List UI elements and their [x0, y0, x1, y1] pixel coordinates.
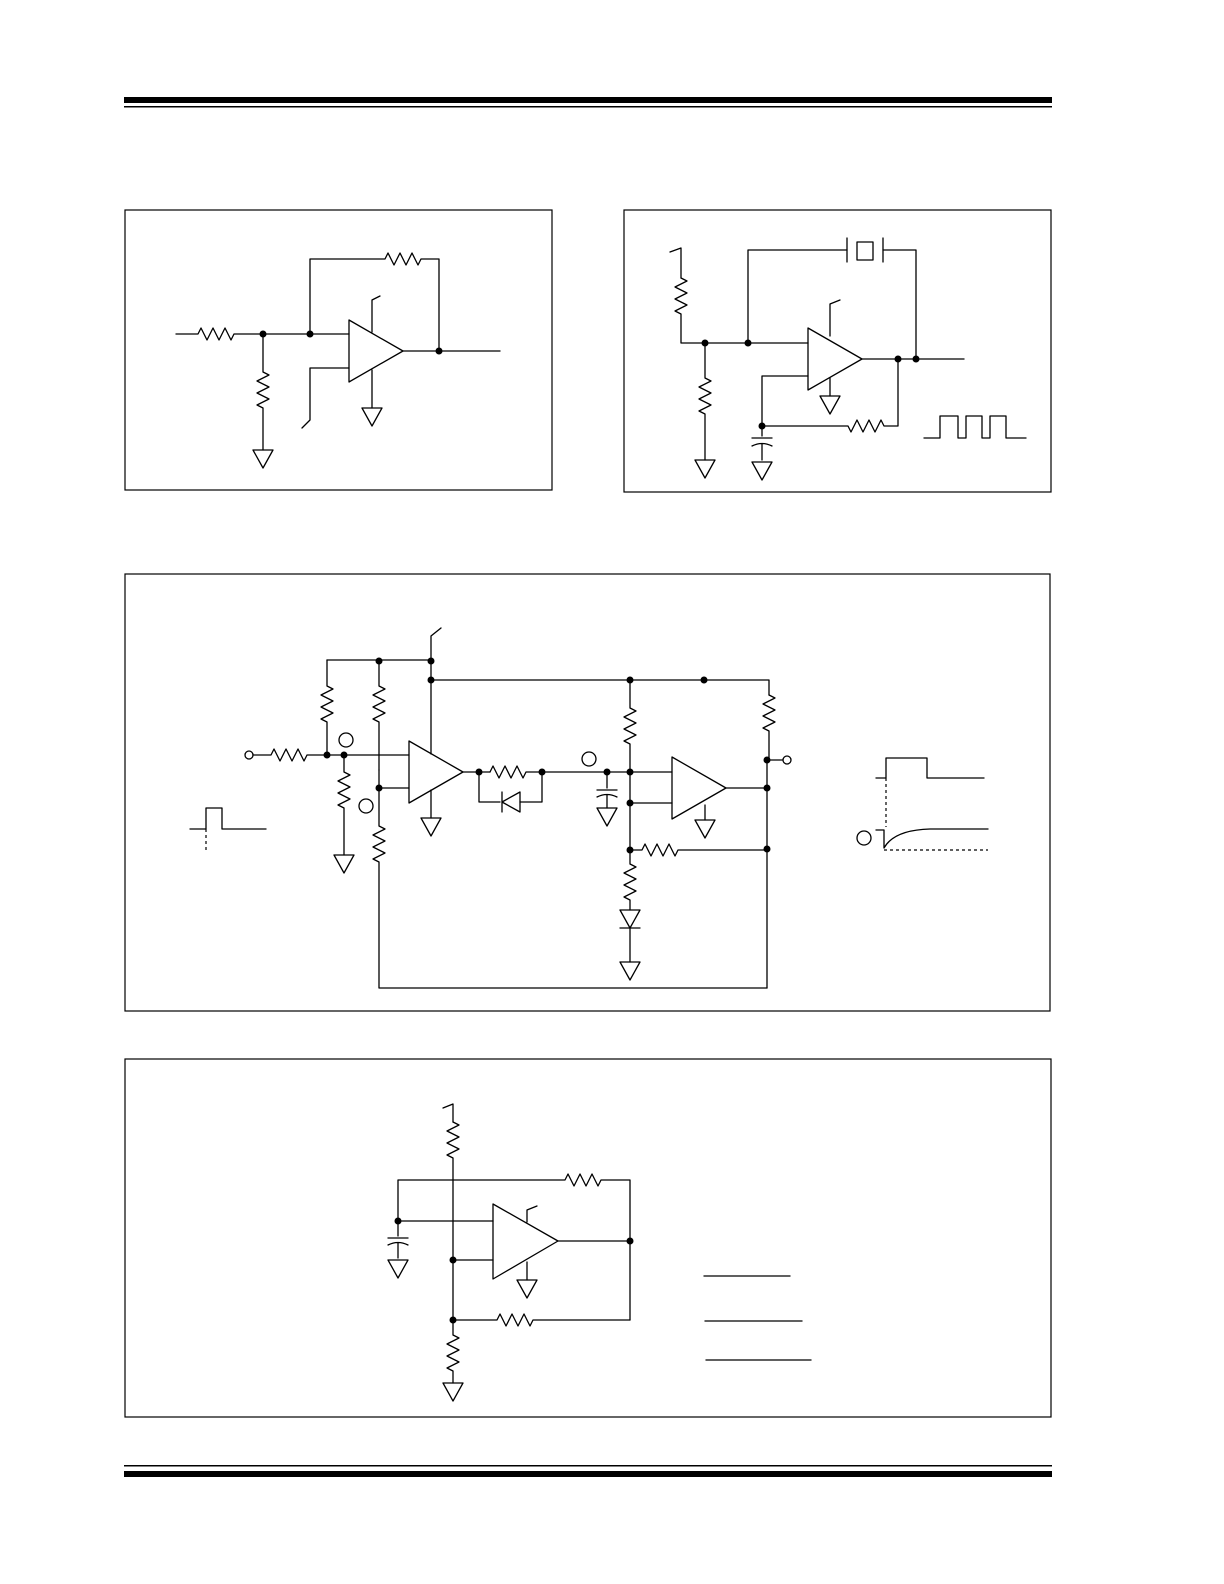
- ground-symbol: [442, 1382, 464, 1402]
- timing-capacitor: [751, 425, 773, 461]
- figure-b-schematic: [623, 209, 1052, 493]
- input-resistor: [252, 748, 410, 762]
- comparator-1: [408, 740, 464, 804]
- crystal: [846, 237, 884, 263]
- ground-symbol: [694, 459, 716, 479]
- ground-symbol: [333, 854, 355, 874]
- header-rule: [124, 97, 1052, 108]
- feedback-resistor-bottom: [452, 1313, 631, 1327]
- figure-d-schematic: [124, 1058, 1052, 1418]
- input-resistor: [175, 327, 311, 341]
- decay-waveform-icon: [875, 828, 989, 849]
- timing-capacitor: [596, 771, 618, 809]
- pullup-resistor-1: [320, 659, 334, 756]
- ground-symbol: [819, 395, 841, 415]
- comparator-2: [671, 756, 727, 820]
- divider-resistor-top: [446, 1121, 460, 1321]
- divider-resistor-bottom: [446, 1319, 460, 1384]
- footer-rule: [124, 1465, 1052, 1477]
- feedback-resistor: [309, 252, 440, 352]
- bias-resistor-bottom: [698, 342, 712, 461]
- ground-symbol: [252, 449, 274, 469]
- bypass-diode: [501, 791, 521, 813]
- figure-c-frame: [124, 573, 1051, 1012]
- hysteresis-resistor: [372, 787, 768, 989]
- ground-symbol: [516, 1279, 538, 1299]
- figure-a-schematic: [124, 209, 553, 491]
- pullup-resistor-3: [623, 679, 637, 851]
- shunt-resistor: [337, 754, 351, 856]
- bias-resistor-top: [674, 277, 706, 344]
- shunt-resistor: [256, 333, 270, 451]
- input-terminal: [244, 750, 254, 760]
- op-amp: [492, 1203, 559, 1280]
- bias-resistor: [623, 849, 637, 911]
- ground-symbol: [694, 819, 716, 839]
- diode-1: [619, 909, 641, 929]
- ground-symbol: [420, 817, 442, 837]
- output-terminal: [782, 755, 792, 765]
- output-pullup-resistor: [762, 694, 784, 761]
- pullup-resistor-2: [372, 659, 386, 771]
- figure-d-frame: [124, 1058, 1052, 1418]
- ground-symbol: [619, 961, 641, 981]
- square-wave-icon: [923, 415, 1027, 439]
- op-amp: [807, 327, 863, 391]
- figure-c-schematic: [124, 573, 1051, 1012]
- series-resistor: [489, 765, 673, 779]
- feedback-resistor: [629, 843, 768, 857]
- filter-capacitor: [387, 1220, 409, 1259]
- ground-symbol: [751, 461, 773, 481]
- ground-symbol: [387, 1259, 409, 1279]
- test-point-d: [856, 830, 872, 846]
- figure-a-frame: [124, 209, 553, 491]
- feedback-resistor-top: [397, 1173, 631, 1321]
- output-pulse-icon: [875, 757, 985, 779]
- input-pulse-icon: [189, 807, 267, 830]
- ground-symbol: [596, 807, 618, 827]
- test-point-c: [581, 751, 597, 767]
- op-amp: [348, 319, 404, 383]
- timing-resistor: [761, 358, 899, 433]
- ground-symbol: [361, 407, 383, 427]
- test-point-b: [358, 798, 374, 814]
- test-point-a: [338, 732, 354, 748]
- figure-b-frame: [623, 209, 1052, 493]
